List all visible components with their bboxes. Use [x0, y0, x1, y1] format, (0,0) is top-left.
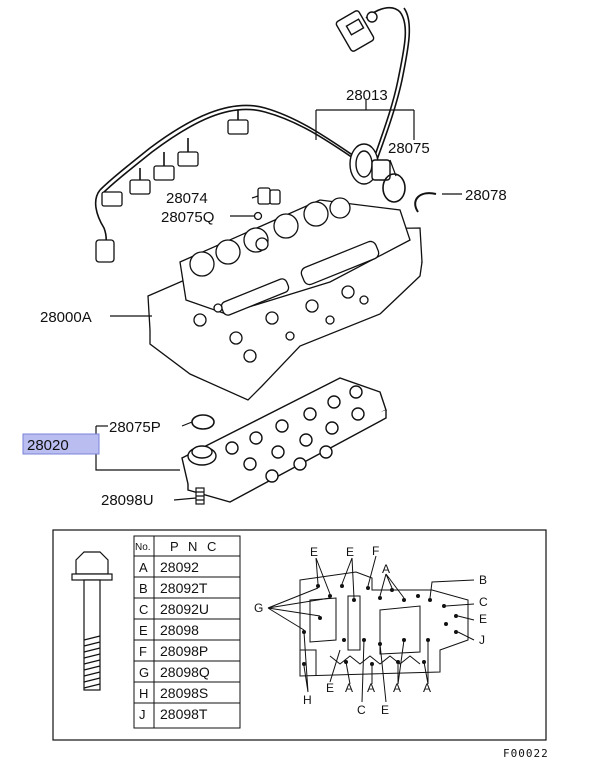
bolt-letter: B — [479, 573, 487, 587]
table-row-letter: A — [139, 560, 148, 575]
small-o-ring-icon — [253, 211, 263, 221]
table-row-pnc: 28098 — [160, 622, 199, 638]
table-row-pnc: 28092 — [160, 559, 199, 575]
top-connector-icon — [335, 10, 378, 52]
bolt-letter: A — [345, 681, 353, 695]
bolt-letter: F — [372, 544, 379, 558]
bolt-letter: C — [479, 595, 488, 609]
highlight-28020 — [22, 433, 100, 455]
callout-28075: 28075 — [388, 140, 430, 157]
callout-28074: 28074 — [166, 190, 208, 207]
table-row-letter: F — [139, 644, 147, 659]
bolt-letter: A — [367, 681, 375, 695]
bolt-letter: E — [310, 545, 318, 559]
table-row-pnc: 28092U — [160, 601, 209, 617]
snap-ring-icon — [414, 192, 437, 213]
table-row-letter: H — [139, 686, 148, 701]
callout-28098u: 28098U — [101, 492, 154, 509]
table-row-pnc: 28098P — [160, 643, 208, 659]
oil-filter-icon — [181, 377, 387, 503]
table-row-pnc: 28098S — [160, 685, 208, 701]
bolt-letter: C — [357, 703, 366, 717]
plate-letters: E E F A B C E J G H E A A A A C E — [254, 544, 488, 717]
valve-body-icon — [147, 197, 423, 401]
bolt-letter: H — [303, 693, 312, 707]
bolt-letter: A — [382, 562, 390, 576]
callout-28075q: 28075Q — [161, 209, 214, 226]
bolt-letter: E — [346, 545, 354, 559]
table-row-letter: E — [139, 623, 148, 638]
bolt-letter: E — [479, 612, 487, 626]
table-row-letter: B — [139, 581, 148, 596]
callout-28078: 28078 — [465, 187, 507, 204]
harness-connectors — [95, 119, 249, 263]
bolt-section-frame — [52, 529, 547, 741]
table-header-no: No. — [135, 542, 151, 553]
plate-leader-lines — [267, 555, 475, 703]
callout-28075p: 28075P — [109, 419, 161, 436]
bolt-letter: G — [254, 601, 263, 615]
table-row-pnc: 28098T — [160, 706, 208, 722]
callout-28000a: 28000A — [40, 309, 92, 326]
filter-o-ring-icon — [191, 414, 215, 430]
callout-28020: 28020 — [27, 437, 69, 454]
table-row-pnc: 28098Q — [160, 664, 210, 680]
callout-28013: 28013 — [346, 87, 388, 104]
pnc-table — [133, 535, 241, 729]
bolt-letter: A — [393, 681, 401, 695]
long-bolt-icon — [71, 551, 113, 691]
bracket-28074-icon — [257, 187, 281, 205]
table-row-letter: G — [139, 665, 149, 680]
bolt-letter: A — [423, 681, 431, 695]
o-ring-icon — [382, 173, 406, 203]
filter-bolt-icon — [195, 487, 205, 505]
table-rows: A 28092 B 28092T C 28092U E 28098 F 2809… — [139, 559, 210, 722]
bolt-letter: J — [479, 633, 485, 647]
table-row-pnc: 28092T — [160, 580, 208, 596]
bolt-layout-plate-icon — [299, 571, 469, 677]
harness-plug-icon — [349, 143, 391, 185]
bolt-letter: E — [381, 703, 389, 717]
bolt-letter: E — [326, 681, 334, 695]
table-header-pnc: P N C — [170, 539, 219, 554]
table-row-letter: C — [139, 602, 148, 617]
figure-code: F00022 — [503, 747, 549, 760]
table-row-letter: J — [139, 707, 146, 722]
